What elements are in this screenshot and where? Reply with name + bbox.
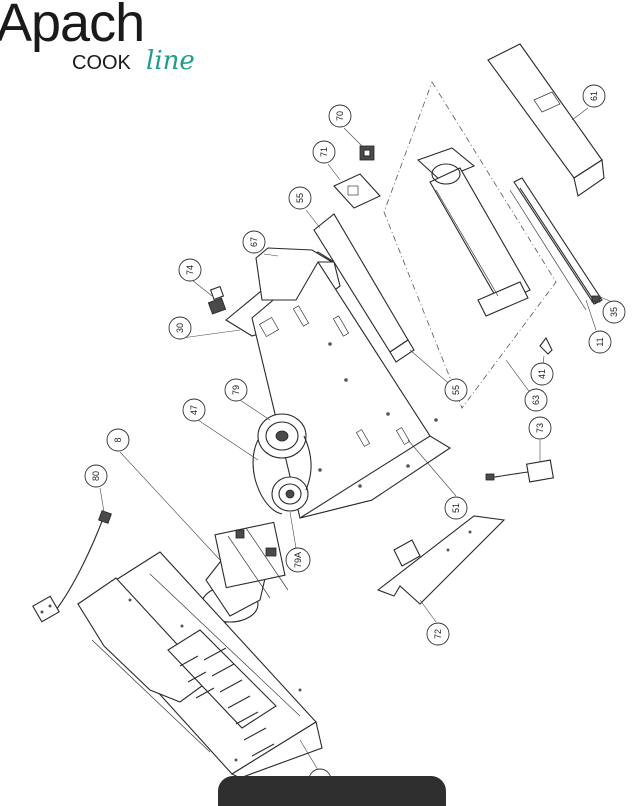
callout-79: 79 xyxy=(224,378,248,402)
svg-text:47: 47 xyxy=(189,405,199,415)
part-rollers xyxy=(509,177,603,311)
callout-72: 72 xyxy=(426,622,450,646)
callout-47: 47 xyxy=(182,398,206,422)
brand-name: Apach xyxy=(0,0,145,53)
svg-text:80: 80 xyxy=(91,471,101,481)
svg-text:70: 70 xyxy=(335,111,345,121)
part-spring-clip xyxy=(539,336,553,355)
roller-assembly-outline xyxy=(383,81,557,409)
brand-sub-prefix: COOK xyxy=(72,52,131,74)
exploded-parts-diagram: 80 8 47 79 30 74 67 55 71 70 61 55 xyxy=(32,43,626,788)
callout-55-bottom: 55 xyxy=(444,378,468,402)
part-label-plate xyxy=(333,173,381,209)
part-motor xyxy=(201,521,289,623)
svg-text:41: 41 xyxy=(537,369,547,379)
callout-73: 73 xyxy=(528,416,552,440)
callout-51: 51 xyxy=(444,496,468,520)
callout-11: 11 xyxy=(588,330,612,354)
viewer-toolbar-edge[interactable] xyxy=(218,776,446,806)
part-pulleys xyxy=(252,413,312,515)
part-switch xyxy=(359,145,375,161)
callout-63: 63 xyxy=(524,388,548,412)
part-sensor xyxy=(485,459,555,483)
part-base-tray xyxy=(77,551,323,779)
callout-55-top: 55 xyxy=(288,186,312,210)
part-connector xyxy=(207,285,227,315)
svg-text:67: 67 xyxy=(249,237,259,247)
callout-30: 30 xyxy=(168,316,192,340)
part-power-cable xyxy=(32,510,112,623)
callout-41: 41 xyxy=(530,362,554,386)
svg-text:8: 8 xyxy=(113,437,123,442)
callout-80: 80 xyxy=(84,464,108,488)
callout-74: 74 xyxy=(178,258,202,282)
leader-lines xyxy=(99,107,613,771)
svg-text:51: 51 xyxy=(451,503,461,513)
callout-35: 35 xyxy=(602,300,626,324)
callout-61: 61 xyxy=(582,84,606,108)
svg-text:30: 30 xyxy=(175,323,185,333)
brand-logo: Apach COOK line xyxy=(0,0,210,80)
callout-71: 71 xyxy=(312,140,336,164)
svg-text:79: 79 xyxy=(231,385,241,395)
callout-70: 70 xyxy=(328,104,352,128)
part-heating-roller xyxy=(416,147,531,317)
part-top-cover xyxy=(487,43,605,197)
svg-text:73: 73 xyxy=(535,423,545,433)
part-bracket xyxy=(255,247,334,301)
brand-sub-script: line xyxy=(146,46,195,76)
callout-8: 8 xyxy=(106,428,130,452)
svg-text:55: 55 xyxy=(451,385,461,395)
svg-text:72: 72 xyxy=(433,629,443,639)
part-side-plate xyxy=(376,515,506,605)
svg-text:71: 71 xyxy=(319,147,329,157)
part-main-body xyxy=(225,251,452,519)
svg-text:55: 55 xyxy=(295,193,305,203)
svg-text:11: 11 xyxy=(595,337,605,346)
svg-text:74: 74 xyxy=(185,265,195,275)
callout-67: 67 xyxy=(242,230,266,254)
part-side-panel xyxy=(313,213,415,363)
svg-text:61: 61 xyxy=(589,91,599,101)
svg-text:79A: 79A xyxy=(293,552,303,568)
svg-text:35: 35 xyxy=(609,307,619,317)
svg-text:63: 63 xyxy=(531,395,541,405)
callout-79a: 79A xyxy=(285,547,311,573)
